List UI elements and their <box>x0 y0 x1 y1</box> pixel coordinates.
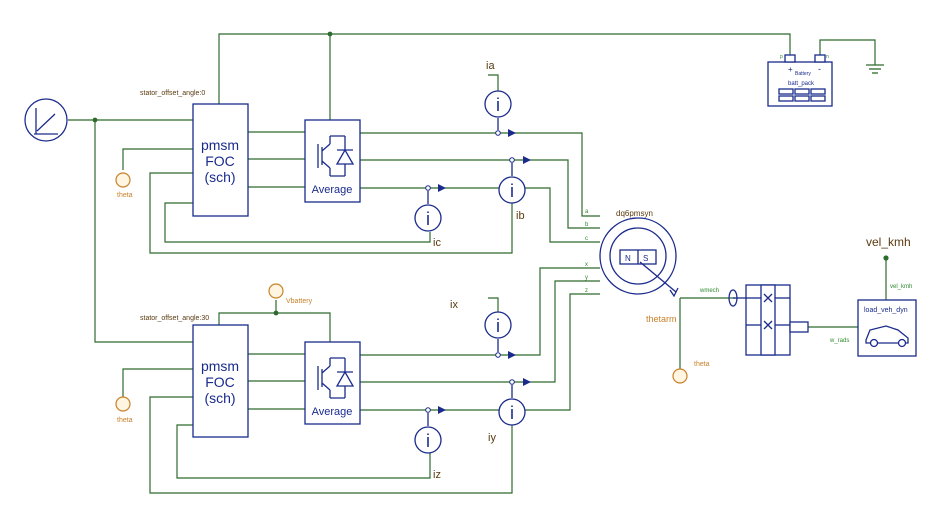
igbt-diode-icon <box>317 357 355 399</box>
igbt-diode-icon <box>317 135 355 177</box>
battery-plus: + <box>788 65 793 74</box>
controller-line: pmsm <box>201 358 239 374</box>
ramp-source-icon[interactable] <box>24 98 68 142</box>
battery-name: Battery <box>795 71 811 77</box>
sensor-label: iy <box>488 432 496 444</box>
gearbox-icon[interactable] <box>745 284 809 356</box>
motor-pin-label: c <box>585 236 588 242</box>
sensor-label: ia <box>486 60 495 72</box>
pmsm-motor[interactable]: dq6pmsyn N S a b c x y z <box>585 209 679 298</box>
ground-icon <box>866 64 884 74</box>
ammeter-icon: i <box>510 181 514 201</box>
tap-point <box>495 130 501 136</box>
inverter-top[interactable]: Average <box>304 119 361 203</box>
ammeter-icon: i <box>426 431 430 451</box>
theta-probe-label: theta <box>694 361 710 368</box>
current-arrows-top <box>438 129 531 192</box>
controller-line: (sch) <box>204 390 235 406</box>
car-icon <box>865 325 909 348</box>
ammeter-icon: i <box>426 209 430 229</box>
junction-dot <box>92 117 98 123</box>
vehicle-dynamics[interactable]: load_veh_dyn vel_kmh w_rads <box>829 284 917 357</box>
vehicle-name: load_veh_dyn <box>864 307 908 314</box>
junction-dot <box>327 31 333 37</box>
probe-icon[interactable]: theta <box>672 361 710 384</box>
controller-line: (sch) <box>204 169 235 185</box>
motor-pin-label: x <box>585 262 588 268</box>
pole-n-label: N <box>625 254 631 263</box>
controller-line: pmsm <box>201 137 239 153</box>
sensor-label: ix <box>450 299 458 311</box>
output-node <box>883 255 889 261</box>
inverter-bottom[interactable]: Average <box>304 341 361 425</box>
foc-controller-top[interactable]: pmsm FOC (sch) <box>192 103 249 217</box>
junction-dot <box>273 310 279 316</box>
tap-point <box>425 407 431 413</box>
ammeter-icon: i <box>496 316 500 336</box>
motor-pin-label: y <box>585 275 588 281</box>
controller-line: FOC <box>205 153 235 169</box>
thetarm-label: thetarm <box>646 314 677 324</box>
tap-point <box>495 352 501 358</box>
battery-pin-n: n <box>826 54 829 60</box>
pole-s-label: S <box>643 254 648 263</box>
probe-icon[interactable]: theta <box>115 396 133 424</box>
tap-point <box>425 185 431 191</box>
sensor-label: ic <box>433 237 441 249</box>
battery-pin-p: p <box>780 54 783 60</box>
wmech-label: wmech <box>699 288 719 294</box>
motor-name: dq6pmsyn <box>616 209 653 218</box>
speed-output-label: vel_kmh <box>866 235 911 249</box>
ammeter-ia[interactable]: i ia <box>484 60 512 130</box>
speed-pin-label: vel_kmh <box>890 284 912 290</box>
ammeter-ix[interactable]: i ix <box>450 299 512 352</box>
inverter-label: Average <box>312 184 353 196</box>
ammeter-ic[interactable]: i ic <box>414 191 442 249</box>
ammeter-icon: i <box>496 95 500 115</box>
motor-pin-label: a <box>585 209 589 215</box>
sensor-label: iz <box>433 469 441 481</box>
inverter-label: Average <box>312 406 353 418</box>
stator-offset-label: stator_offset_angle:0 <box>140 90 205 97</box>
foc-controller-bottom[interactable]: pmsm FOC (sch) <box>192 324 249 438</box>
tap-point <box>509 157 515 163</box>
motor-pin-label: z <box>585 288 588 294</box>
battery-minus: - <box>818 64 821 74</box>
motor-pin-label: b <box>585 222 589 228</box>
probe-icon[interactable]: Vbattery <box>268 283 313 305</box>
w-pin-label: w_rads <box>829 338 849 344</box>
probe-icon[interactable]: theta <box>115 172 133 199</box>
theta-probe-label: theta <box>117 417 133 424</box>
sensor-label: ib <box>516 210 525 222</box>
clutch-icon[interactable] <box>728 289 746 307</box>
tap-point <box>509 379 515 385</box>
stator-offset-label: stator_offset_angle:30 <box>140 315 209 322</box>
ammeter-iz[interactable]: i iz <box>414 413 442 481</box>
battery-icon[interactable]: + - Battery batt_pack p n <box>767 54 833 107</box>
ammeter-icon: i <box>510 403 514 423</box>
current-arrows-bottom <box>438 351 531 414</box>
vbattery-probe-label: Vbattery <box>286 298 313 305</box>
wires <box>68 33 887 494</box>
battery-instance: batt_pack <box>788 81 815 87</box>
theta-probe-label: theta <box>117 192 133 199</box>
controller-line: FOC <box>205 374 235 390</box>
ammeter-ib[interactable]: i ib <box>498 163 526 222</box>
ammeter-iy[interactable]: i iy <box>488 385 526 444</box>
